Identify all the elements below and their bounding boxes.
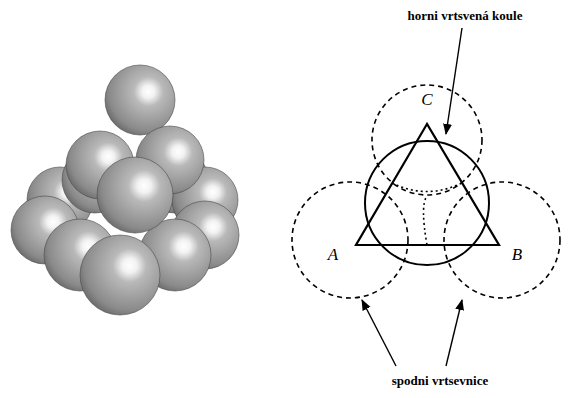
leader-arrow [446, 300, 462, 366]
leader-arrow [446, 28, 462, 134]
sphere [80, 235, 160, 315]
vertex-label: B [512, 246, 522, 265]
sphere-pyramid [11, 65, 239, 315]
callout-text: spodni vrtsevnice [392, 374, 488, 388]
dashed-circle [292, 182, 408, 298]
dotted-arc [424, 196, 428, 245]
dashed-circle [444, 182, 560, 298]
top-ball-circle [365, 141, 489, 265]
sphere [97, 157, 173, 233]
leader-arrow [362, 300, 396, 366]
vertex-label: A [328, 246, 338, 265]
callout-text: horni vrtsvená koule [408, 9, 523, 23]
triangle [356, 124, 499, 245]
sphere [105, 65, 175, 135]
vertex-label: C [421, 91, 432, 110]
layer-diagram [292, 28, 560, 366]
dotted-arc [392, 183, 462, 192]
